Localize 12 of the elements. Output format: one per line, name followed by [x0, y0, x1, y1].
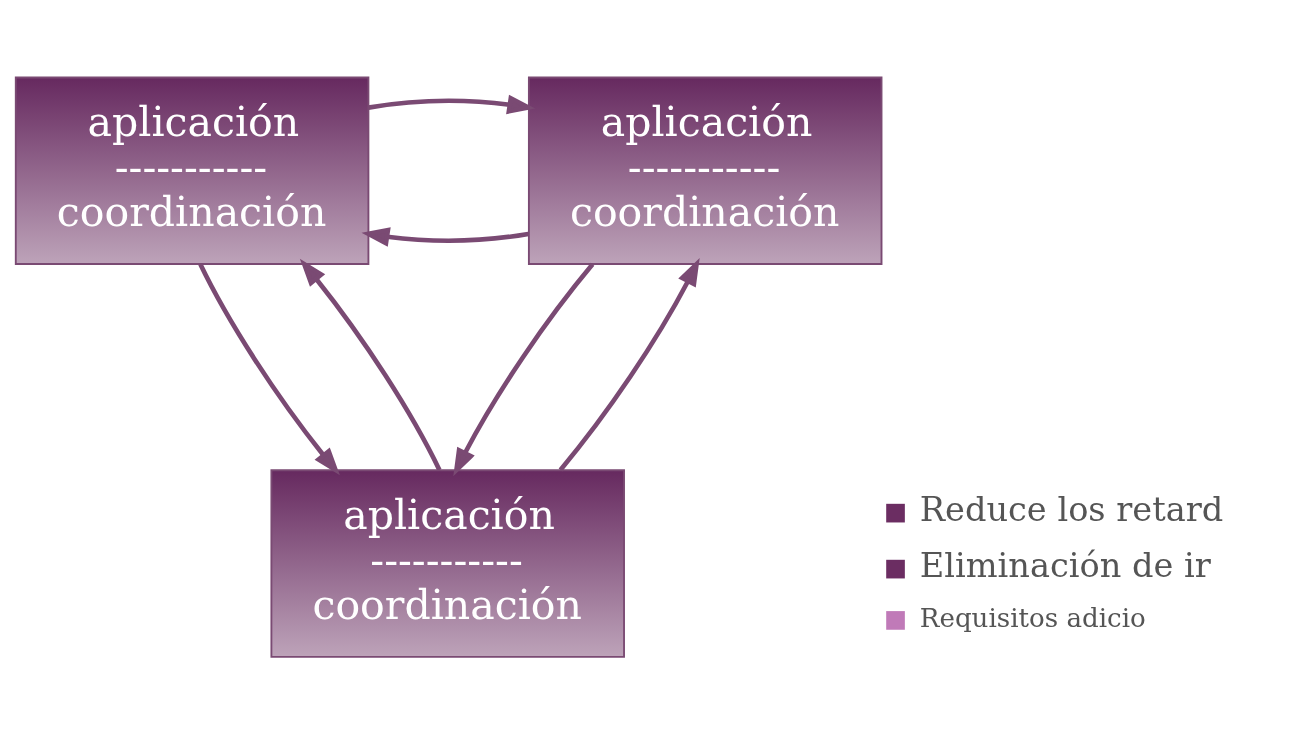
arrow: [558, 257, 700, 471]
node-box: aplicación ----------- coordinación: [270, 468, 625, 658]
node-box: aplicación ----------- coordinación: [527, 76, 883, 265]
node-box: aplicación ----------- coordinación: [14, 76, 370, 265]
label: Requisitos adicio: [919, 602, 1146, 633]
arrow: [299, 258, 442, 471]
arrow: [361, 226, 529, 247]
label: Eliminación de ir: [919, 545, 1211, 585]
label: Reduce los retard: [919, 489, 1224, 529]
arrow: [453, 262, 595, 476]
arrow: [198, 262, 340, 475]
arrow: [368, 94, 536, 114]
